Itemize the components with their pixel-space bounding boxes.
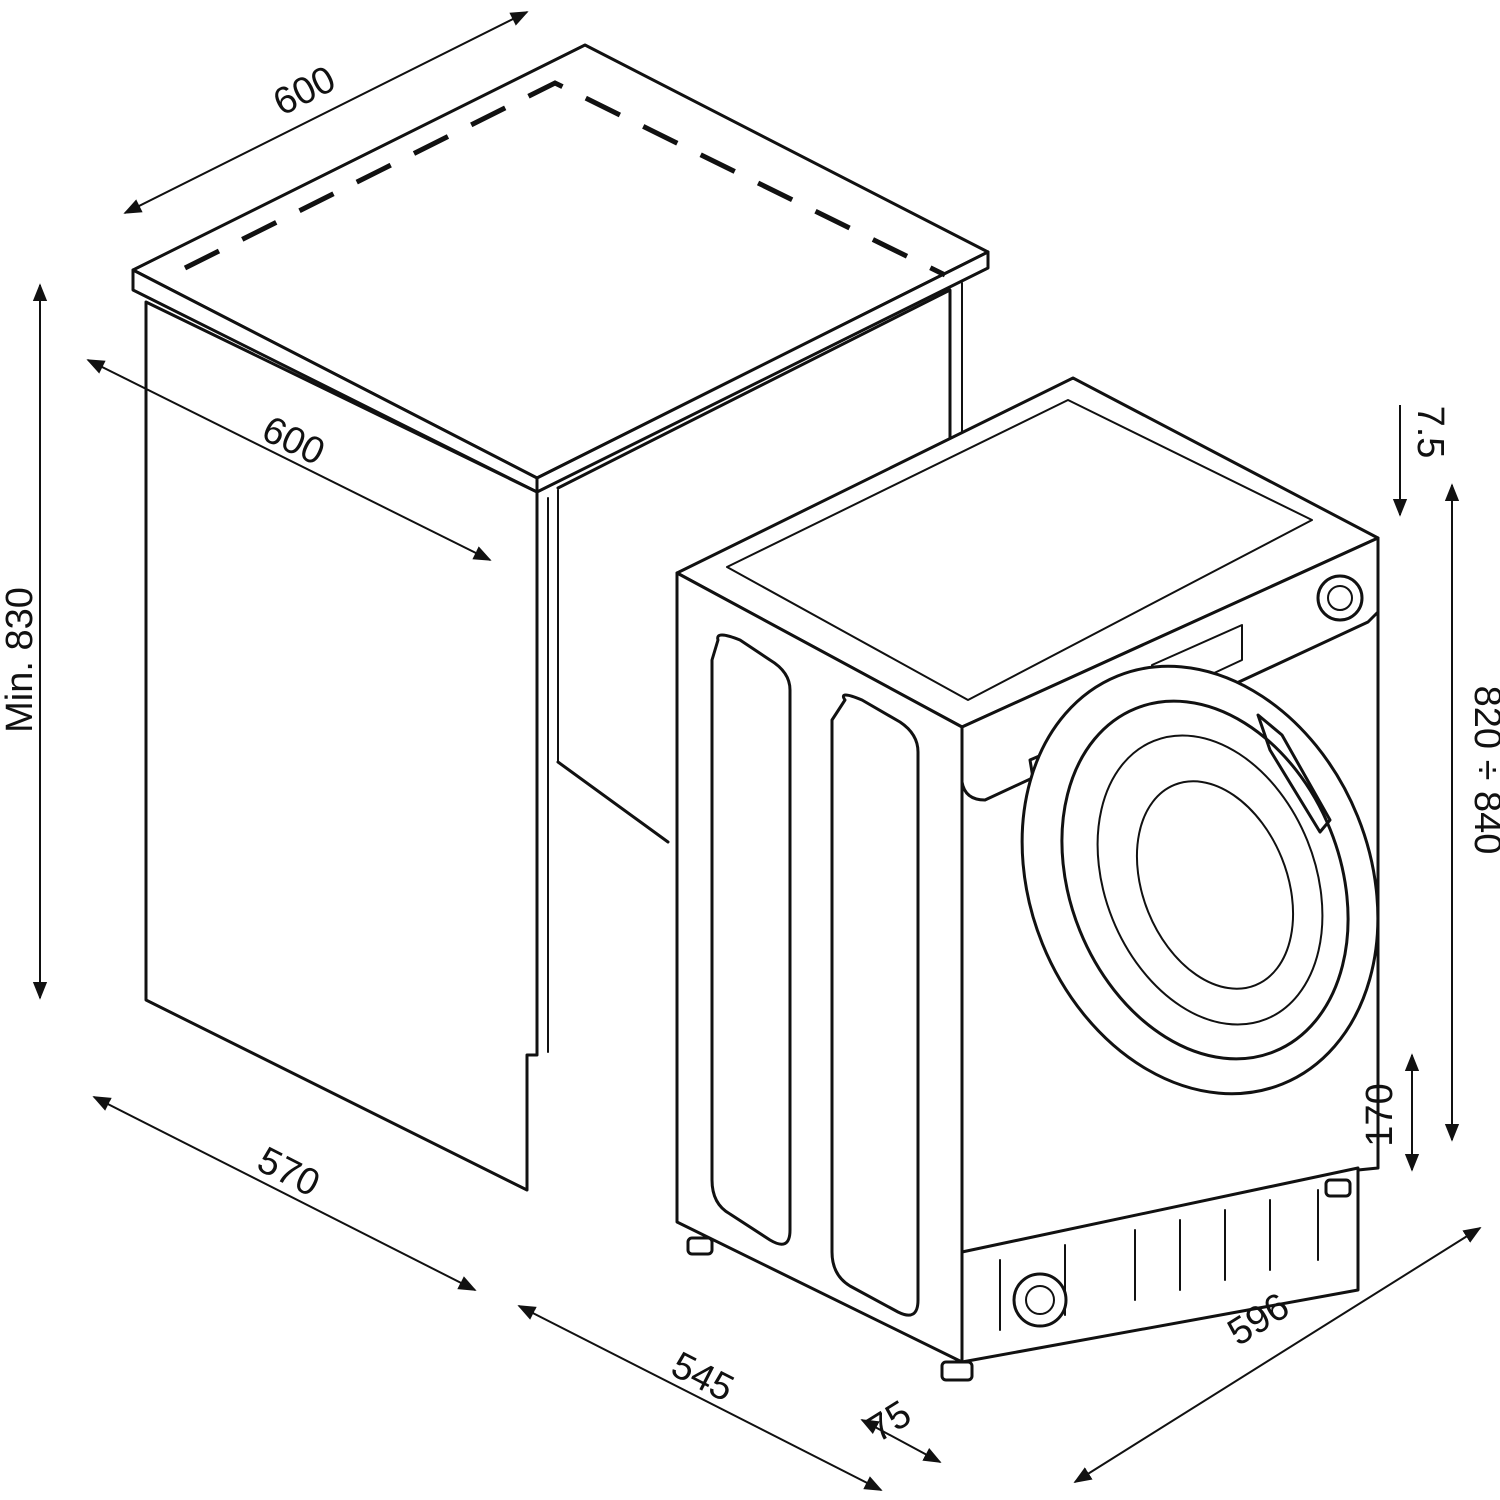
control-knob: [1316, 574, 1364, 622]
machine-top-recess: [726, 399, 1313, 701]
door-handle: [1256, 713, 1332, 834]
control-panel: [960, 610, 1380, 802]
dim-line-cabinet-depth: [86, 359, 492, 561]
dim-line-cabinet-base-width: [92, 1096, 477, 1291]
cabinet-back-panel: [556, 288, 952, 490]
door-glass: [1096, 734, 1324, 1026]
door-inner-ring: [1060, 699, 1350, 1061]
label-front-protrusion: 75: [861, 1393, 919, 1451]
cabinet-worktop-side-edge: [535, 250, 990, 494]
dimension-lines: [32, 11, 1482, 1491]
label-cabinet-top-width: 600: [267, 58, 343, 124]
dim-line-cabinet-top-width: [123, 11, 529, 214]
label-cabinet-base-width: 570: [251, 1139, 327, 1205]
foot-front-left: [940, 1360, 974, 1382]
side-handle-cutout-2: [830, 693, 920, 1317]
plinth-line: [960, 1166, 1360, 1254]
side-handle-cutout-1: [710, 633, 792, 1246]
dim-line-machine-depth: [517, 1305, 883, 1491]
label-cabinet-height: Min. 830: [0, 587, 41, 733]
foot-side-left: [686, 1236, 714, 1256]
label-plinth-height: 170: [1359, 1083, 1401, 1146]
label-machine-depth: 545: [665, 1344, 741, 1410]
label-top-offset: 7.5: [1409, 406, 1451, 459]
label-machine-height: 820 ÷ 840: [1466, 686, 1500, 855]
drain-pump-cap: [1012, 1272, 1068, 1328]
dim-line-machine-width: [1073, 1227, 1482, 1483]
dim-line-front-protrusion: [860, 1419, 942, 1463]
foot-front-right: [1324, 1178, 1352, 1198]
washing-machine: [675, 376, 1380, 1382]
